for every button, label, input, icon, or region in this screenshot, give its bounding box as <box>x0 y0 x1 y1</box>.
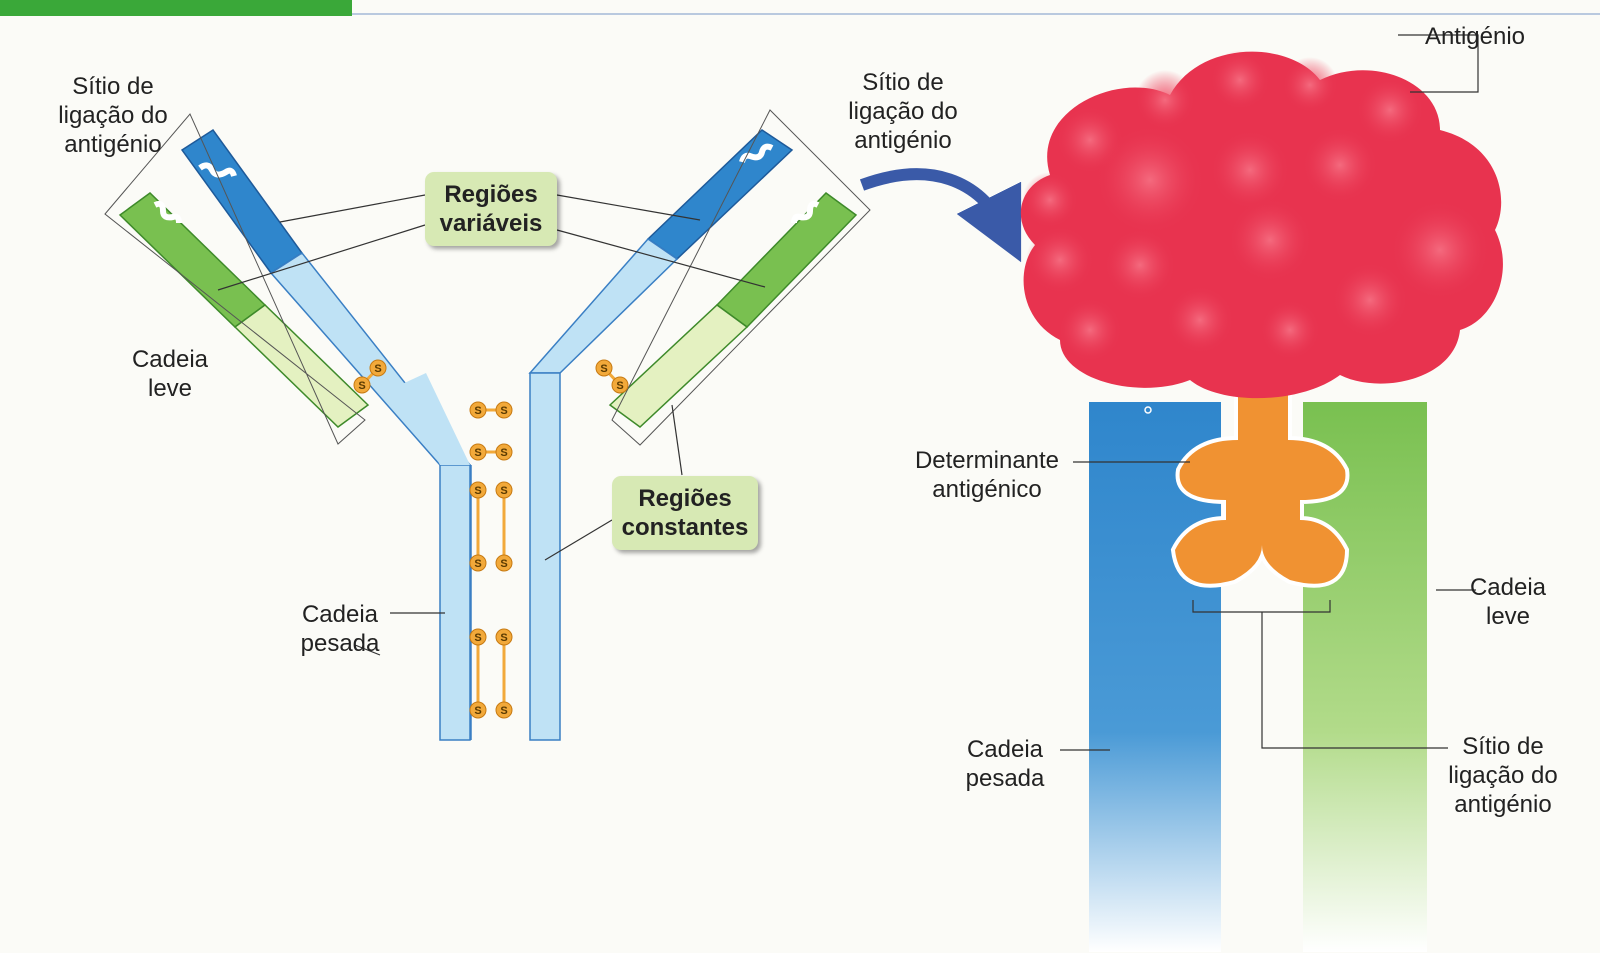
light-chain-variable-right <box>715 192 858 328</box>
disulfide-symbol: S <box>500 705 507 717</box>
binding-site-outline-right <box>611 109 871 446</box>
disulfide-symbol: S <box>474 447 481 459</box>
disulfide-symbol: S <box>500 632 507 644</box>
heavy-chain-constant-right-arm <box>528 238 679 374</box>
disulfide-symbol: S <box>474 632 481 644</box>
disulfide-atom <box>495 701 513 719</box>
binding-detail <box>1020 50 1503 952</box>
disulfide-atom <box>495 481 513 499</box>
label-light-chain-right: Cadeia leve <box>1469 574 1547 630</box>
heavy-chain-stem-left <box>439 464 471 741</box>
disulfide-atom <box>595 359 613 377</box>
disulfide-atom <box>353 376 371 394</box>
disulfide-symbol: S <box>500 447 507 459</box>
disulfide-atom <box>495 401 513 419</box>
disulfide-atom <box>611 376 629 394</box>
label-heavy-chain-right: Cadeia pesada <box>965 736 1045 792</box>
label-variable-regions: Regiões variáveis <box>425 172 557 246</box>
disulfide-atom <box>495 628 513 646</box>
binding-notch-heavy-right <box>739 143 774 163</box>
label-binding-site-right: Sítio de ligação do antigénio <box>848 69 958 154</box>
binding-site-outline-left <box>104 113 366 445</box>
disulfide-symbol: S <box>616 380 623 392</box>
stem-fill <box>400 373 470 465</box>
label-antigenic-determinant: Determinante antigénico <box>914 447 1060 503</box>
disulfide-symbol: S <box>474 405 481 417</box>
disulfide-atom <box>469 481 487 499</box>
disulfide-symbol: S <box>374 363 381 375</box>
top-bar <box>0 0 352 16</box>
marker-dot <box>1144 406 1152 414</box>
antigenic-determinant <box>1170 391 1350 588</box>
label-binding-site-left: Sítio de ligação do antigénio <box>58 73 168 158</box>
binding-notch-light-left <box>153 200 182 224</box>
binding-notch-light-right <box>791 200 820 224</box>
label-binding-site-detail: Sítio de ligação do antigénio <box>1448 733 1558 818</box>
disulfide-symbol: S <box>500 558 507 570</box>
label-constant-regions: Regiões constantes <box>612 476 758 550</box>
disulfide-atom <box>469 628 487 646</box>
disulfide-atom <box>495 443 513 461</box>
light-chain-constant-right <box>608 304 749 428</box>
disulfide-atom <box>469 701 487 719</box>
disulfide-atom <box>469 443 487 461</box>
disulfide-symbol: S <box>474 485 481 497</box>
disulfide-symbol: S <box>474 705 481 717</box>
disulfide-symbol: S <box>600 363 607 375</box>
leader-lines <box>217 34 1479 751</box>
disulfide-symbol: S <box>358 380 365 392</box>
disulfide-atom <box>469 554 487 572</box>
antigen-blob <box>1020 50 1503 399</box>
disulfide-symbol: S <box>500 485 507 497</box>
heavy-chain-stem-right <box>529 372 561 741</box>
disulfide-atom <box>369 359 387 377</box>
label-light-chain-left: Cadeia leve <box>131 346 209 402</box>
arrow-icon <box>859 168 1022 263</box>
label-antigen: Antigénio <box>1424 23 1526 50</box>
disulfide-symbol: S <box>474 558 481 570</box>
label-heavy-chain-left: Cadeia pesada <box>300 601 380 657</box>
disulfide-symbol: S <box>500 405 507 417</box>
disulfide-atom <box>495 554 513 572</box>
disulfide-atom <box>469 401 487 419</box>
